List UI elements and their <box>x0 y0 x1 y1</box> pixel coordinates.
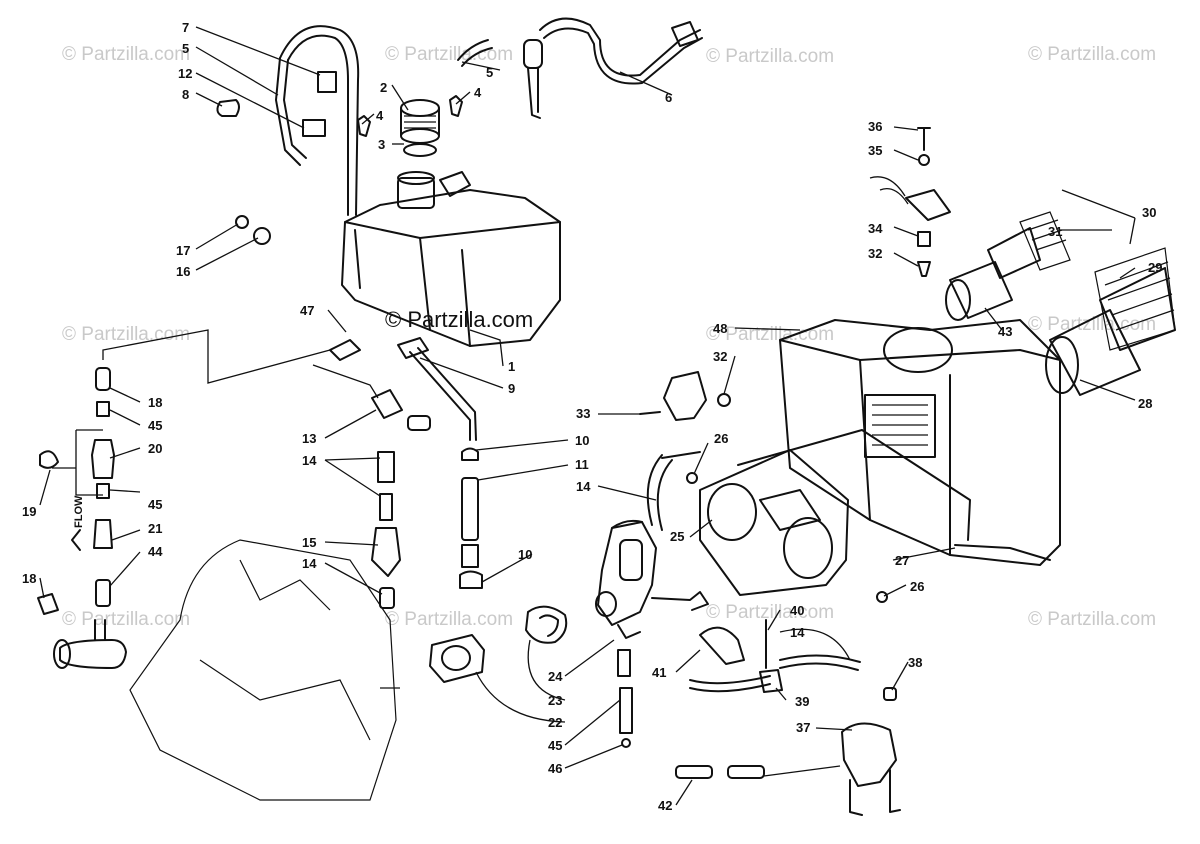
callout: 5 <box>182 41 189 56</box>
fuel-filter-stack <box>37 367 127 669</box>
callout: 10 <box>518 547 532 562</box>
callout: 8 <box>182 87 189 102</box>
watermark-center: © Partzilla.com <box>385 307 533 332</box>
callout: 24 <box>548 669 563 684</box>
carb-flange <box>429 605 568 683</box>
fuel-hose <box>459 447 483 589</box>
callout: 26 <box>910 579 924 594</box>
intake-plate <box>699 429 971 596</box>
silencer-tubes <box>945 227 1176 396</box>
callout: 4 <box>474 85 482 100</box>
impulse-hose <box>617 454 673 748</box>
callout: 4 <box>376 108 384 123</box>
watermark: © Partzilla.com <box>62 609 190 630</box>
callout: 21 <box>148 521 162 536</box>
callout: 28 <box>1138 396 1152 411</box>
callout: 5 <box>486 65 493 80</box>
watermark: © Partzilla.com <box>62 324 190 345</box>
flow-label: FLOW <box>73 495 85 528</box>
callout: 19 <box>22 504 36 519</box>
callout: 26 <box>714 431 728 446</box>
callout: 40 <box>790 603 804 618</box>
callout: 37 <box>796 720 810 735</box>
watermark: © Partzilla.com <box>62 44 190 65</box>
primer-hardware <box>869 127 951 277</box>
screens <box>1019 211 1176 351</box>
watermark: © Partzilla.com <box>706 602 834 623</box>
fuel-tank <box>341 171 561 347</box>
callout: 45 <box>548 738 562 753</box>
callout: 14 <box>790 625 805 640</box>
callout: 36 <box>868 119 882 134</box>
callout: 6 <box>665 90 672 105</box>
watermark: © Partzilla.com <box>1028 609 1156 630</box>
callout: 18 <box>22 571 36 586</box>
callout: 39 <box>795 694 809 709</box>
fuel-pump <box>675 619 901 816</box>
callout: 47 <box>300 303 314 318</box>
callout: 48 <box>713 321 727 336</box>
callout: 7 <box>182 20 189 35</box>
callout: 41 <box>652 665 666 680</box>
callout: 27 <box>895 553 909 568</box>
watermark: © Partzilla.com <box>385 609 513 630</box>
callout: 29 <box>1148 260 1162 275</box>
callout: 11 <box>575 457 589 472</box>
callout: 46 <box>548 761 562 776</box>
callout: 17 <box>176 243 190 258</box>
engine-block <box>129 539 400 801</box>
callout: 14 <box>302 556 317 571</box>
callout: 45 <box>148 497 162 512</box>
callout: 9 <box>508 381 515 396</box>
watermark: © Partzilla.com <box>706 46 834 67</box>
fuel-cap <box>400 99 440 157</box>
callout: 18 <box>148 395 162 410</box>
callout: 10 <box>575 433 589 448</box>
callouts: 7 5 12 8 2 4 4 3 5 6 36 35 34 32 31 30 2… <box>22 20 1162 813</box>
callout: 16 <box>176 264 190 279</box>
callout: 2 <box>380 80 387 95</box>
callout: 38 <box>908 655 922 670</box>
fuel-sender <box>457 17 703 119</box>
callout: 1 <box>508 359 515 374</box>
fuel-valve-line <box>371 389 431 609</box>
callout: 32 <box>713 349 727 364</box>
callout: 20 <box>148 441 162 456</box>
watermark: © Partzilla.com <box>385 44 513 65</box>
leader-lines <box>39 26 1136 806</box>
callout: 13 <box>302 431 316 446</box>
watermark: © Partzilla.com <box>1028 44 1156 65</box>
callout: 3 <box>378 137 385 152</box>
callout: 12 <box>178 66 192 81</box>
callout: 35 <box>868 143 882 158</box>
callout: 25 <box>670 529 684 544</box>
callout: 31 <box>1048 224 1062 239</box>
callout: 43 <box>998 324 1012 339</box>
bolts <box>661 451 888 603</box>
air-silencer <box>779 319 1061 566</box>
watermark: © Partzilla.com <box>1028 314 1156 335</box>
primer-pump <box>639 371 731 421</box>
callout: 44 <box>148 544 163 559</box>
watermark: © Partzilla.com <box>706 324 834 345</box>
callout: 14 <box>302 453 317 468</box>
callout: 15 <box>302 535 316 550</box>
fuel-lines <box>52 329 477 496</box>
fittings <box>235 95 463 245</box>
carburetor <box>595 519 709 639</box>
callout: 32 <box>868 246 882 261</box>
callout: 42 <box>658 798 672 813</box>
callout: 22 <box>548 715 562 730</box>
vent-hose <box>216 25 360 216</box>
callout: 33 <box>576 406 590 421</box>
callout: 23 <box>548 693 562 708</box>
callout: 14 <box>576 479 591 494</box>
callout: 34 <box>868 221 883 236</box>
callout: 45 <box>148 418 162 433</box>
callout: 30 <box>1142 205 1156 220</box>
flow-arrow: FLOW <box>71 495 85 551</box>
